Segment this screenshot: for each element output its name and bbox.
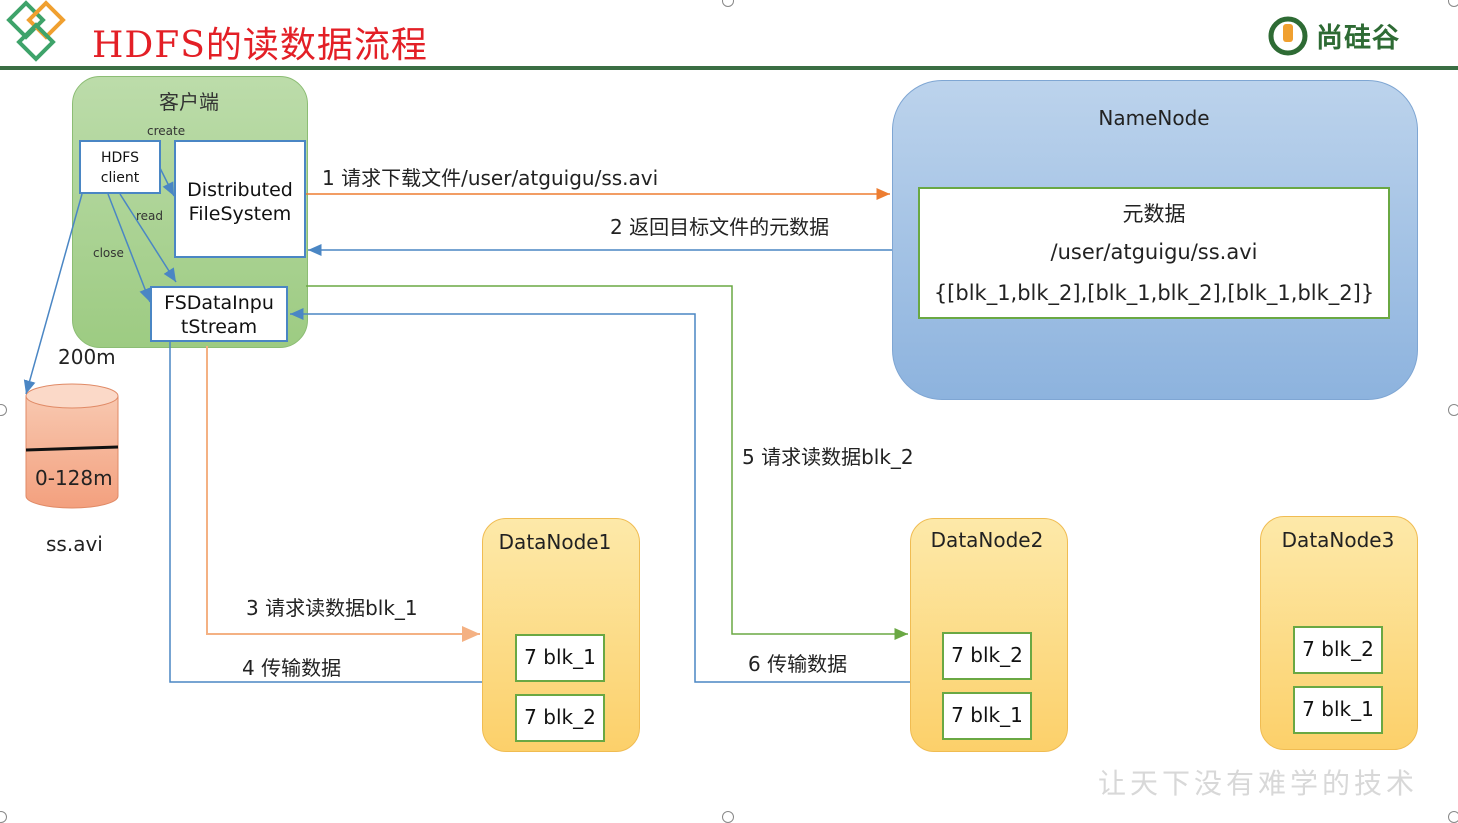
step5-label: 5 请求读数据blk_2 <box>742 445 914 469</box>
edge-create-label: create <box>147 124 186 138</box>
page-title: HDFS的读数据流程 <box>92 25 428 66</box>
edge-file <box>23 193 83 395</box>
fsdatainputstream-box: FSDataInpu tStream <box>150 286 288 342</box>
datanode2-title: DataNode2 <box>930 528 1044 552</box>
logo-diamonds-icon <box>6 0 66 62</box>
metadata-blocks: {[blk_1,blk_2],[blk_1,blk_2],[blk_1,blk_… <box>933 281 1375 305</box>
file-size-label: 200m <box>58 345 116 369</box>
client-title: 客户端 <box>159 90 219 114</box>
distributed-filesystem-box: Distributed FileSystem <box>174 140 306 258</box>
brand-logo-icon <box>1268 16 1308 56</box>
datanode2-block-2: 7 blk_1 <box>942 692 1032 740</box>
datanode3-title: DataNode3 <box>1281 528 1395 552</box>
step6-label: 6 传输数据 <box>748 652 848 676</box>
datanode2-block-1: 7 blk_2 <box>942 632 1032 680</box>
datanode3-block-1: 7 blk_2 <box>1293 626 1383 674</box>
resize-handle-bottom-right[interactable] <box>1448 811 1458 823</box>
file-segment-label: 0-128m <box>35 466 113 490</box>
edge-close <box>107 193 151 303</box>
step2-label: 2 返回目标文件的元数据 <box>610 215 830 239</box>
file-cylinder-icon <box>25 383 119 509</box>
metadata-title: 元数据 <box>1122 202 1186 226</box>
slogan-watermark: 让天下没有难学的技术 <box>1098 767 1419 800</box>
step3-label: 3 请求读数据blk_1 <box>246 596 418 620</box>
edge-create <box>159 167 175 197</box>
datanode1-block-1: 7 blk_1 <box>515 634 605 682</box>
step4-label: 4 传输数据 <box>242 656 342 680</box>
arrow-step5 <box>306 285 908 640</box>
namenode-title: NameNode <box>1098 106 1210 130</box>
resize-handle-bottom[interactable] <box>722 811 734 823</box>
header-divider <box>0 66 1458 70</box>
resize-handle-bottom-left[interactable] <box>0 811 7 823</box>
arrow-step3 <box>206 346 480 642</box>
hdfs-client-box: HDFS client <box>79 140 161 194</box>
file-name-label: ss.avi <box>46 532 103 556</box>
arrow-step6 <box>290 308 910 683</box>
brand-name: 尚硅谷 <box>1316 23 1400 54</box>
edge-read-label: read <box>136 209 164 223</box>
datanode1-title: DataNode1 <box>498 530 612 554</box>
datanode3-block-2: 7 blk_1 <box>1293 686 1383 734</box>
datanode1-block-2: 7 blk_2 <box>515 694 605 742</box>
edge-read <box>119 193 177 283</box>
step1-label: 1 请求下载文件/user/atguigu/ss.avi <box>322 166 659 190</box>
metadata-path: /user/atguigu/ss.avi <box>1050 240 1258 264</box>
edge-close-label: close <box>93 246 124 260</box>
resize-handle-right[interactable] <box>1448 404 1458 416</box>
resize-handle-top-right[interactable] <box>1448 0 1458 7</box>
metadata-box <box>918 187 1390 319</box>
arrow-step4 <box>164 320 482 683</box>
